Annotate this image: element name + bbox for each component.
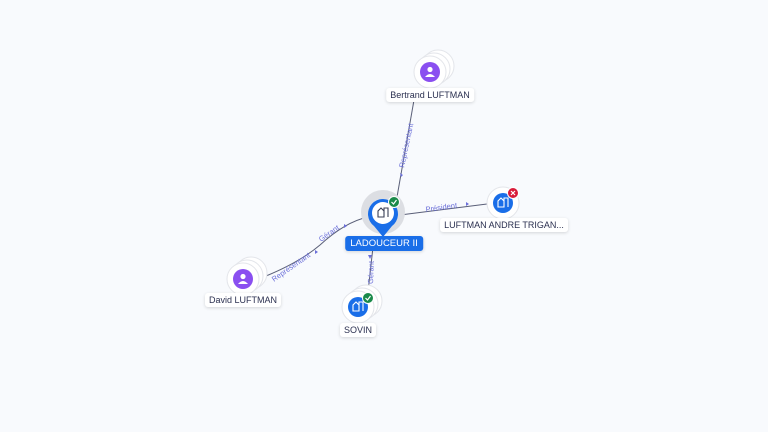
svg-text:Représentant: Représentant [397,122,415,169]
node-ladouceur-ii[interactable] [361,190,405,237]
building-icon [352,301,364,312]
edge-label-representant: Représentant [397,122,416,177]
node-luftman-andre-trigan[interactable] [486,186,520,220]
arrow-icon [368,255,372,259]
building-icon [497,197,509,208]
svg-text:Président: Président [425,201,459,214]
edge-label-president: Président [425,201,469,214]
node-bertrand-luftman[interactable] [413,49,455,89]
svg-text:Gérant: Gérant [366,260,376,284]
node-sovin[interactable] [341,284,383,324]
active-badge-icon [362,292,374,304]
node-label[interactable]: LUFTMAN ANDRE TRIGAN... [440,218,568,232]
node-label[interactable]: David LUFTMAN [204,293,282,307]
person-icon [425,66,435,77]
edge-bertrand [396,99,415,198]
edge-label-gerant-representant: Gérant Représentant [270,223,347,284]
arrow-icon [315,250,318,254]
edge-david [265,216,369,277]
center-node-label[interactable]: LADOUCEUR II [345,236,423,251]
node-label[interactable]: Bertrand LUFTMAN [386,88,474,102]
edge-luftman-andre [399,203,488,216]
arrow-icon [400,173,403,177]
person-icon [238,273,248,284]
arrow-icon [344,224,347,228]
svg-text:Représentant: Représentant [270,250,313,284]
svg-text:Gérant: Gérant [317,223,342,244]
node-david-luftman[interactable] [226,256,268,296]
building-icon [377,207,389,218]
edge-label-gerant-sovin: Gérant [366,255,376,284]
closed-badge-icon [507,187,519,199]
arrow-icon [466,202,469,206]
active-badge-icon [388,196,400,208]
node-label[interactable]: SOVIN [339,323,377,337]
